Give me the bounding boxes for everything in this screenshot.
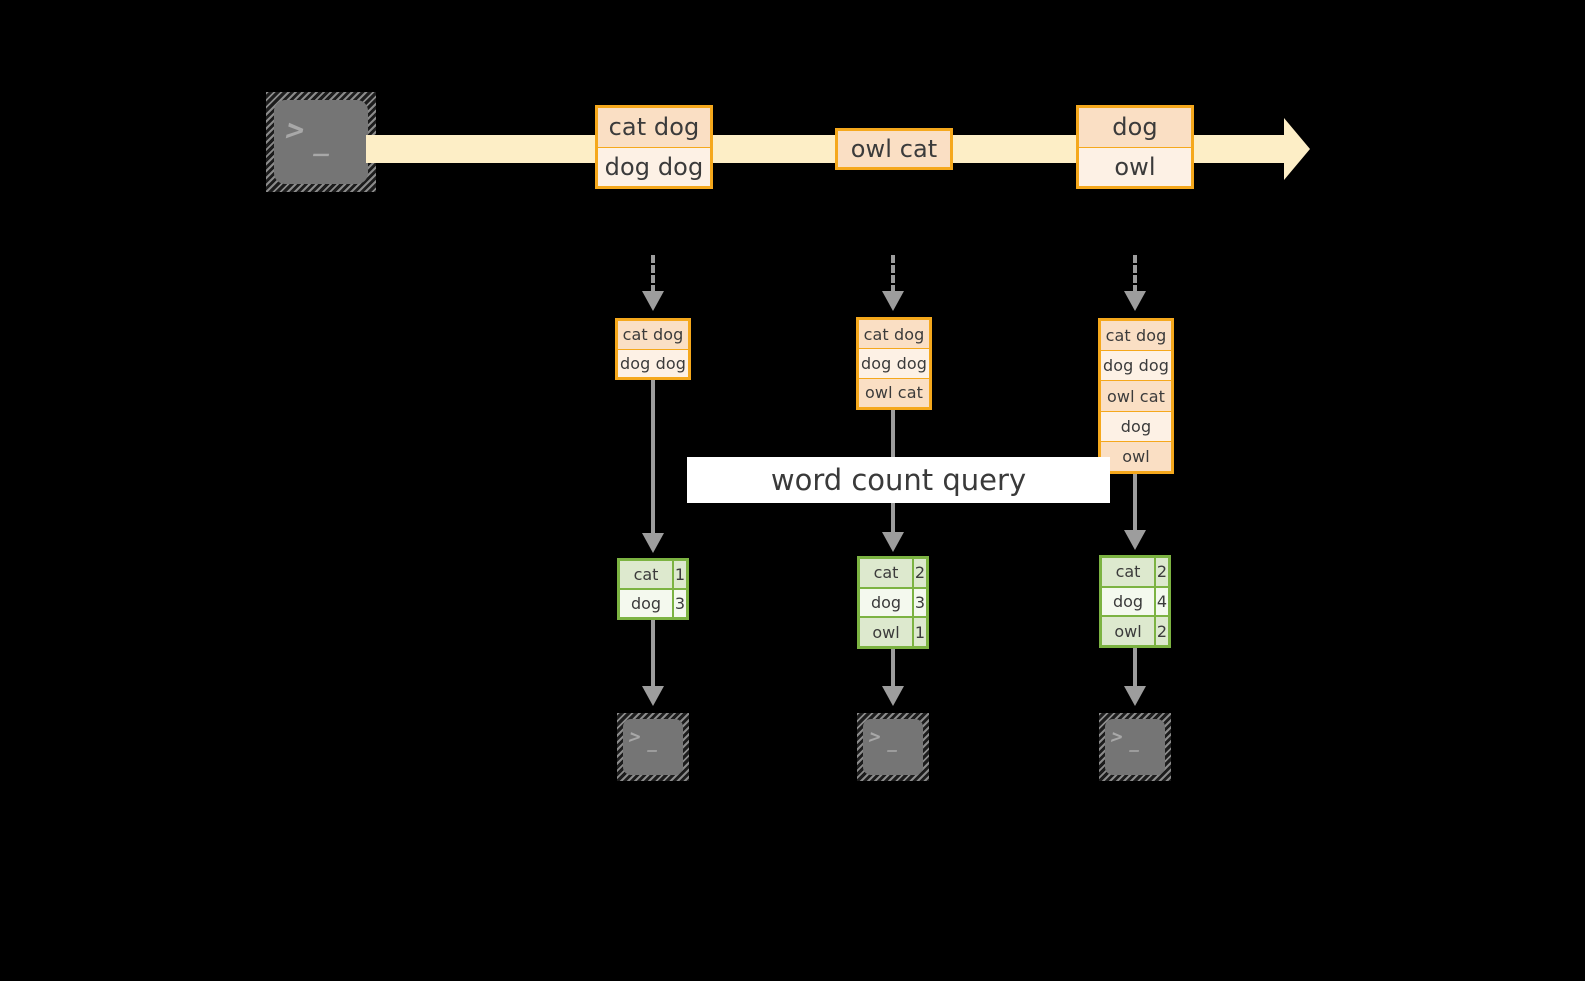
terminal-screen xyxy=(623,719,683,775)
t2-result-count-3: 1 xyxy=(912,618,926,647)
t2-result-row: dog 3 xyxy=(860,586,926,617)
terminal-screen xyxy=(274,100,368,184)
t3-result-row: owl 2 xyxy=(1102,615,1168,646)
t3-result-table: cat 2 dog 4 owl 2 xyxy=(1099,555,1171,648)
t1-result-row: cat 1 xyxy=(620,561,686,588)
t1-result-word-2: dog xyxy=(620,590,672,617)
t3-sink-arrow-line xyxy=(1133,648,1137,688)
t3-result-row: cat 2 xyxy=(1102,558,1168,586)
terminal-screen xyxy=(863,719,923,775)
t3-result-word-3: owl xyxy=(1102,617,1154,646)
t2-sink-arrow-head xyxy=(882,686,904,706)
t3-result-count-2: 4 xyxy=(1154,587,1168,616)
stream-batch-1-line-2: dog dog xyxy=(598,146,710,186)
t2-input-line-3: owl cat xyxy=(859,377,929,407)
t1-input-line-1: cat dog xyxy=(618,321,688,349)
t2-sink-arrow-line xyxy=(891,649,895,688)
t3-input-line-5: owl xyxy=(1101,440,1171,472)
t1-sink-arrow-head xyxy=(642,686,664,706)
t2-input-line-1: cat dog xyxy=(859,320,929,349)
stream-batch-1-line-1: cat dog xyxy=(598,108,710,147)
t1-sink-arrow-line xyxy=(651,620,655,688)
t3-query-arrow-line xyxy=(1133,474,1137,532)
t2-input-box: cat dog dog dog owl cat xyxy=(856,317,932,410)
t3-result-count-1: 2 xyxy=(1154,558,1168,586)
source-terminal-icon: > _ xyxy=(266,92,376,192)
stream-batch-2-line-1: owl cat xyxy=(838,131,950,167)
t3-query-arrow-head xyxy=(1124,530,1146,550)
t3-ingest-arrow-line xyxy=(1133,255,1137,293)
t1-result-count-1: 1 xyxy=(672,561,686,588)
t2-result-word-1: cat xyxy=(860,559,912,587)
t1-query-arrow-line xyxy=(651,380,655,535)
t3-result-word-1: cat xyxy=(1102,558,1154,586)
t2-result-word-2: dog xyxy=(860,588,912,617)
t3-input-line-2: dog dog xyxy=(1101,350,1171,381)
t2-query-arrow-head xyxy=(882,532,904,552)
t2-result-count-2: 3 xyxy=(912,588,926,617)
t3-result-word-2: dog xyxy=(1102,587,1154,616)
t3-input-line-4: dog xyxy=(1101,410,1171,441)
t2-result-table: cat 2 dog 3 owl 1 xyxy=(857,556,929,649)
t3-input-line-1: cat dog xyxy=(1101,321,1171,351)
t3-input-line-3: owl cat xyxy=(1101,380,1171,411)
t2-input-line-2: dog dog xyxy=(859,348,929,378)
t2-result-row: owl 1 xyxy=(860,616,926,647)
t1-ingest-arrow-head xyxy=(642,291,664,311)
t2-ingest-arrow-head xyxy=(882,291,904,311)
t3-input-box: cat dog dog dog owl cat dog owl xyxy=(1098,318,1174,474)
t3-sink-arrow-head xyxy=(1124,686,1146,706)
stream-band-arrowhead xyxy=(1284,118,1310,180)
t1-input-box: cat dog dog dog xyxy=(615,318,691,380)
t1-query-arrow-head xyxy=(642,533,664,553)
t1-result-table: cat 1 dog 3 xyxy=(617,558,689,620)
t2-result-row: cat 2 xyxy=(860,559,926,587)
terminal-screen xyxy=(1105,719,1165,775)
t1-result-word-1: cat xyxy=(620,561,672,588)
t3-result-count-3: 2 xyxy=(1154,617,1168,646)
t1-result-count-2: 3 xyxy=(672,590,686,617)
stream-batch-3-line-1: dog xyxy=(1079,108,1191,147)
stream-batch-2: owl cat xyxy=(835,128,953,170)
t2-ingest-arrow-line xyxy=(891,255,895,293)
t3-result-row: dog 4 xyxy=(1102,585,1168,616)
t3-sink-terminal-icon: > _ xyxy=(1099,713,1171,781)
t1-input-line-2: dog dog xyxy=(618,348,688,377)
t1-result-row: dog 3 xyxy=(620,588,686,617)
t1-sink-terminal-icon: > _ xyxy=(617,713,689,781)
query-label: word count query xyxy=(687,457,1110,503)
t3-ingest-arrow-head xyxy=(1124,291,1146,311)
stream-batch-3: dog owl xyxy=(1076,105,1194,189)
t2-result-word-3: owl xyxy=(860,618,912,647)
t2-result-count-1: 2 xyxy=(912,559,926,587)
t2-sink-terminal-icon: > _ xyxy=(857,713,929,781)
t1-ingest-arrow-line xyxy=(651,255,655,293)
stream-batch-3-line-2: owl xyxy=(1079,146,1191,186)
stream-batch-1: cat dog dog dog xyxy=(595,105,713,189)
